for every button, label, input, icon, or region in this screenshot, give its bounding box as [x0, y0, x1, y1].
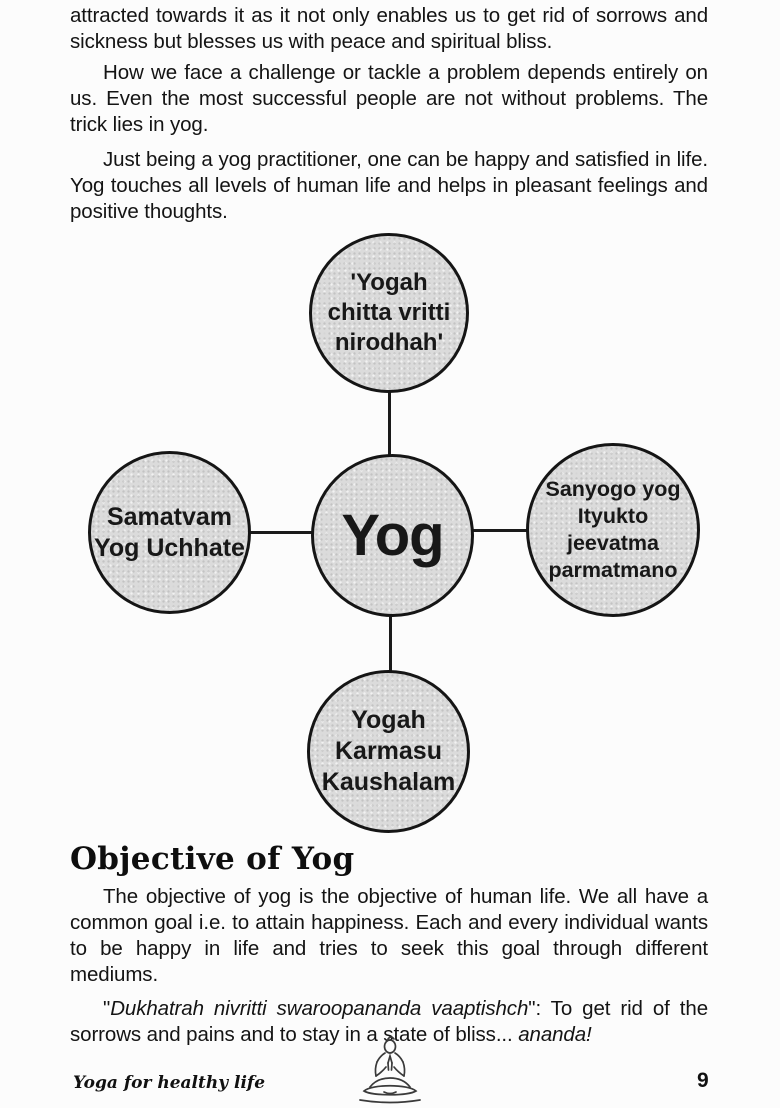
diagram-circle-bottom: Yogah Karmasu Kaushalam	[307, 670, 470, 833]
footer-page-number: 9	[697, 1069, 709, 1092]
paragraph-challenge: How we face a challenge or tackle a prob…	[70, 61, 708, 136]
diagram-circle-right: Sanyogo yog Ityukto jeevatma parmatmano	[526, 443, 700, 617]
connector-right	[471, 529, 529, 532]
circle-label-top: 'Yogah chitta vritti nirodhah'	[327, 269, 451, 356]
circle-label-left: Samatvam Yog Uchhate	[94, 502, 245, 562]
paragraph-objective: The objective of yog is the objective of…	[70, 885, 708, 986]
connector-bottom	[389, 614, 392, 673]
quote-ananda: ananda!	[518, 1023, 592, 1046]
meditating-figure-icon	[359, 1036, 421, 1104]
section-heading: Objective of Yog	[70, 841, 355, 877]
connector-left	[248, 531, 314, 534]
diagram-circle-top: 'Yogah chitta vritti nirodhah'	[309, 233, 469, 393]
circle-label-bottom: Yogah Karmasu Kaushalam	[321, 706, 456, 796]
diagram-circle-left: Samatvam Yog Uchhate	[88, 451, 251, 614]
quote-paragraph: "Dukhatrah nivritti swaroopananda vaapti…	[70, 996, 708, 1048]
diagram-circle-center: Yog	[311, 454, 474, 617]
circle-label-center: Yog	[341, 502, 444, 568]
paragraph-practitioner: Just being a yog practitioner, one can b…	[70, 148, 708, 223]
footer-book-title: Yoga for healthy life	[73, 1073, 266, 1093]
connector-top	[388, 391, 391, 457]
quote-translation: ": To get rid of the sorrows and pains a…	[70, 997, 708, 1046]
paragraph-continuation: attracted towards it as it not only enab…	[70, 4, 708, 53]
circle-label-right: Sanyogo yog Ityukto jeevatma parmatmano	[545, 477, 681, 582]
quote-sanskrit: Dukhatrah nivritti swaroopananda vaaptis…	[110, 997, 529, 1020]
quote-open: "	[103, 997, 111, 1020]
